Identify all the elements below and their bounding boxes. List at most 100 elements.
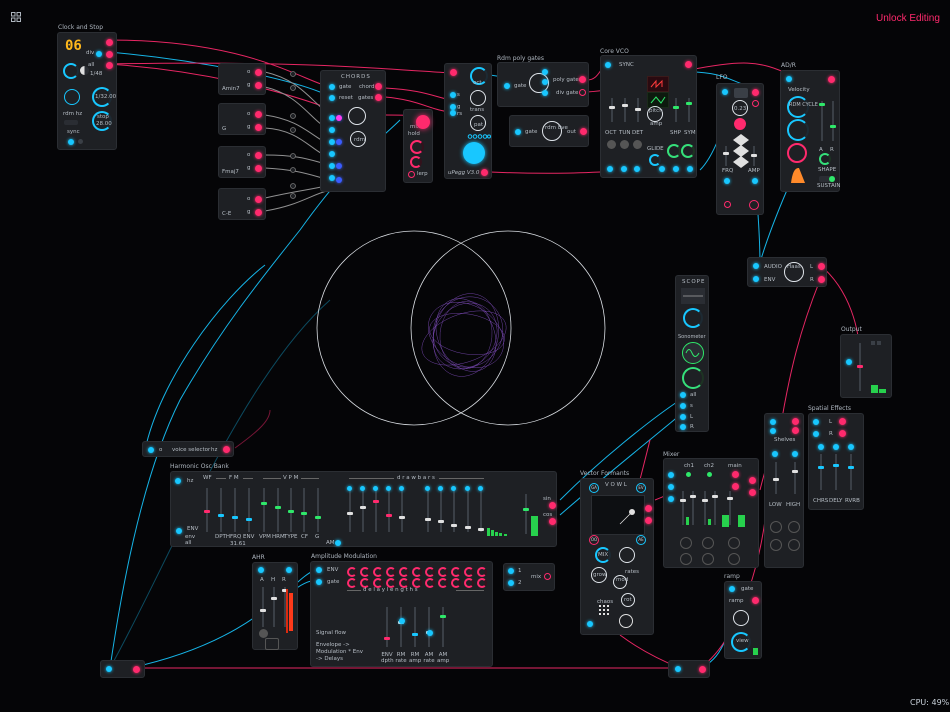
ae-button[interactable]: AE bbox=[636, 535, 646, 545]
mixer-knob[interactable] bbox=[680, 553, 692, 565]
g-jack[interactable] bbox=[450, 104, 456, 110]
mix-knob-pink[interactable] bbox=[416, 115, 430, 129]
view-knob[interactable] bbox=[731, 632, 751, 652]
select-jack[interactable] bbox=[336, 163, 342, 169]
oct-fader[interactable] bbox=[609, 98, 615, 122]
shelves-in2-jack[interactable] bbox=[770, 428, 776, 434]
sync-jack[interactable] bbox=[68, 139, 74, 145]
rm-rate-fader[interactable] bbox=[398, 607, 404, 647]
harm-cv-jack[interactable] bbox=[360, 486, 365, 491]
chord-in-jack[interactable] bbox=[329, 175, 335, 181]
select-jack[interactable] bbox=[336, 177, 342, 183]
harm-cv-jack[interactable] bbox=[425, 486, 430, 491]
delay-length-knob[interactable] bbox=[373, 567, 383, 577]
vco-in-jack[interactable] bbox=[659, 166, 665, 172]
delay-length-knob[interactable] bbox=[425, 567, 435, 577]
low-knob-2[interactable] bbox=[770, 539, 782, 551]
gate-in-jack[interactable] bbox=[515, 129, 521, 135]
l-out-jack[interactable] bbox=[818, 263, 825, 270]
r-fader[interactable] bbox=[282, 587, 288, 627]
unlock-editing-button[interactable]: Unlock Editing bbox=[876, 13, 940, 24]
hold-knob[interactable] bbox=[410, 140, 424, 154]
output-in-jack[interactable] bbox=[846, 359, 852, 365]
r-out-jack[interactable] bbox=[839, 430, 846, 437]
bus-out-jack[interactable] bbox=[133, 666, 140, 673]
high-fader[interactable] bbox=[792, 462, 798, 494]
all-jack[interactable] bbox=[680, 392, 686, 398]
delay-length-knob[interactable] bbox=[412, 567, 422, 577]
formant-out2-jack[interactable] bbox=[645, 517, 652, 524]
harm-fader[interactable] bbox=[425, 488, 431, 532]
frq-fader[interactable] bbox=[723, 146, 729, 166]
harm-fader[interactable] bbox=[373, 488, 379, 532]
l-in-jack[interactable] bbox=[813, 419, 819, 425]
chord-gate-jack[interactable] bbox=[255, 209, 262, 216]
stop-knob[interactable] bbox=[92, 111, 112, 131]
harm-cv-jack[interactable] bbox=[438, 486, 443, 491]
env-jack[interactable] bbox=[753, 276, 759, 282]
delay-length-knob[interactable] bbox=[386, 567, 396, 577]
r-out-jack[interactable] bbox=[818, 276, 825, 283]
vco-in-jack[interactable] bbox=[687, 166, 693, 172]
harm-fader[interactable] bbox=[360, 488, 366, 532]
chord-gate-jack[interactable] bbox=[255, 124, 262, 131]
high-knob[interactable] bbox=[788, 521, 800, 533]
r-fader[interactable] bbox=[830, 101, 836, 141]
pitch-knob[interactable] bbox=[647, 106, 663, 122]
poly-jack[interactable] bbox=[542, 79, 548, 85]
formant-in-jack[interactable] bbox=[587, 621, 593, 627]
delay-mod-knob[interactable] bbox=[464, 578, 474, 588]
r-jack[interactable] bbox=[450, 110, 456, 116]
rvrb-jack[interactable] bbox=[848, 444, 854, 450]
main-out3-jack[interactable] bbox=[749, 477, 756, 484]
chord-out-jack[interactable] bbox=[255, 152, 262, 159]
wave-select-button[interactable] bbox=[619, 614, 633, 628]
high-knob-2[interactable] bbox=[788, 539, 800, 551]
oct-button[interactable] bbox=[607, 140, 616, 149]
harm-fader[interactable] bbox=[399, 488, 405, 532]
harm-cv-jack[interactable] bbox=[347, 486, 352, 491]
chaos-grid-icon[interactable] bbox=[599, 605, 609, 615]
dely-jack[interactable] bbox=[833, 444, 839, 450]
ch1-fader[interactable] bbox=[680, 491, 686, 525]
cos-out-jack[interactable] bbox=[549, 518, 556, 525]
ahr-curve-icon[interactable] bbox=[265, 638, 279, 650]
div-jack[interactable] bbox=[96, 51, 102, 57]
harm-fader[interactable] bbox=[204, 488, 210, 532]
mixer-knob[interactable] bbox=[728, 537, 740, 549]
env-shape-knob[interactable] bbox=[787, 119, 809, 141]
tun-fader[interactable] bbox=[622, 98, 628, 122]
main-fader[interactable] bbox=[727, 491, 733, 525]
l-jack[interactable] bbox=[680, 414, 686, 420]
bus-in-jack[interactable] bbox=[106, 666, 112, 672]
main-out-jack[interactable] bbox=[732, 471, 739, 478]
prob-knob[interactable] bbox=[529, 73, 549, 93]
tun-button[interactable] bbox=[620, 140, 629, 149]
gate-in-jack[interactable] bbox=[729, 586, 735, 592]
chord-gate-jack[interactable] bbox=[255, 165, 262, 172]
harm-fader[interactable] bbox=[288, 488, 294, 532]
amp-cv-jack[interactable] bbox=[752, 178, 758, 184]
rdm-knob[interactable] bbox=[350, 131, 366, 147]
sym-knob[interactable] bbox=[681, 144, 695, 158]
harm-fader[interactable] bbox=[301, 488, 307, 532]
harm-fader[interactable] bbox=[438, 488, 444, 532]
harm-fader[interactable] bbox=[261, 488, 267, 532]
high-cv-jack[interactable] bbox=[792, 451, 798, 457]
delay-mod-knob[interactable] bbox=[425, 578, 435, 588]
div-gate-out-jack[interactable] bbox=[579, 89, 586, 96]
chord-in-jack[interactable] bbox=[329, 151, 335, 157]
sym-fader[interactable] bbox=[686, 98, 692, 122]
am-jack[interactable] bbox=[335, 540, 341, 546]
mod-knob[interactable] bbox=[613, 575, 627, 589]
lfo-in-jack[interactable] bbox=[722, 89, 728, 95]
grow-knob[interactable] bbox=[591, 567, 607, 583]
mixer-knob[interactable] bbox=[680, 537, 692, 549]
r-jack[interactable] bbox=[680, 424, 686, 430]
harm-fader[interactable] bbox=[347, 488, 353, 532]
reset-jack[interactable] bbox=[329, 95, 335, 101]
delay-mod-knob[interactable] bbox=[438, 578, 448, 588]
shape-knob[interactable] bbox=[819, 153, 831, 165]
grid-icon[interactable] bbox=[11, 12, 21, 22]
delay-mod-knob[interactable] bbox=[386, 578, 396, 588]
